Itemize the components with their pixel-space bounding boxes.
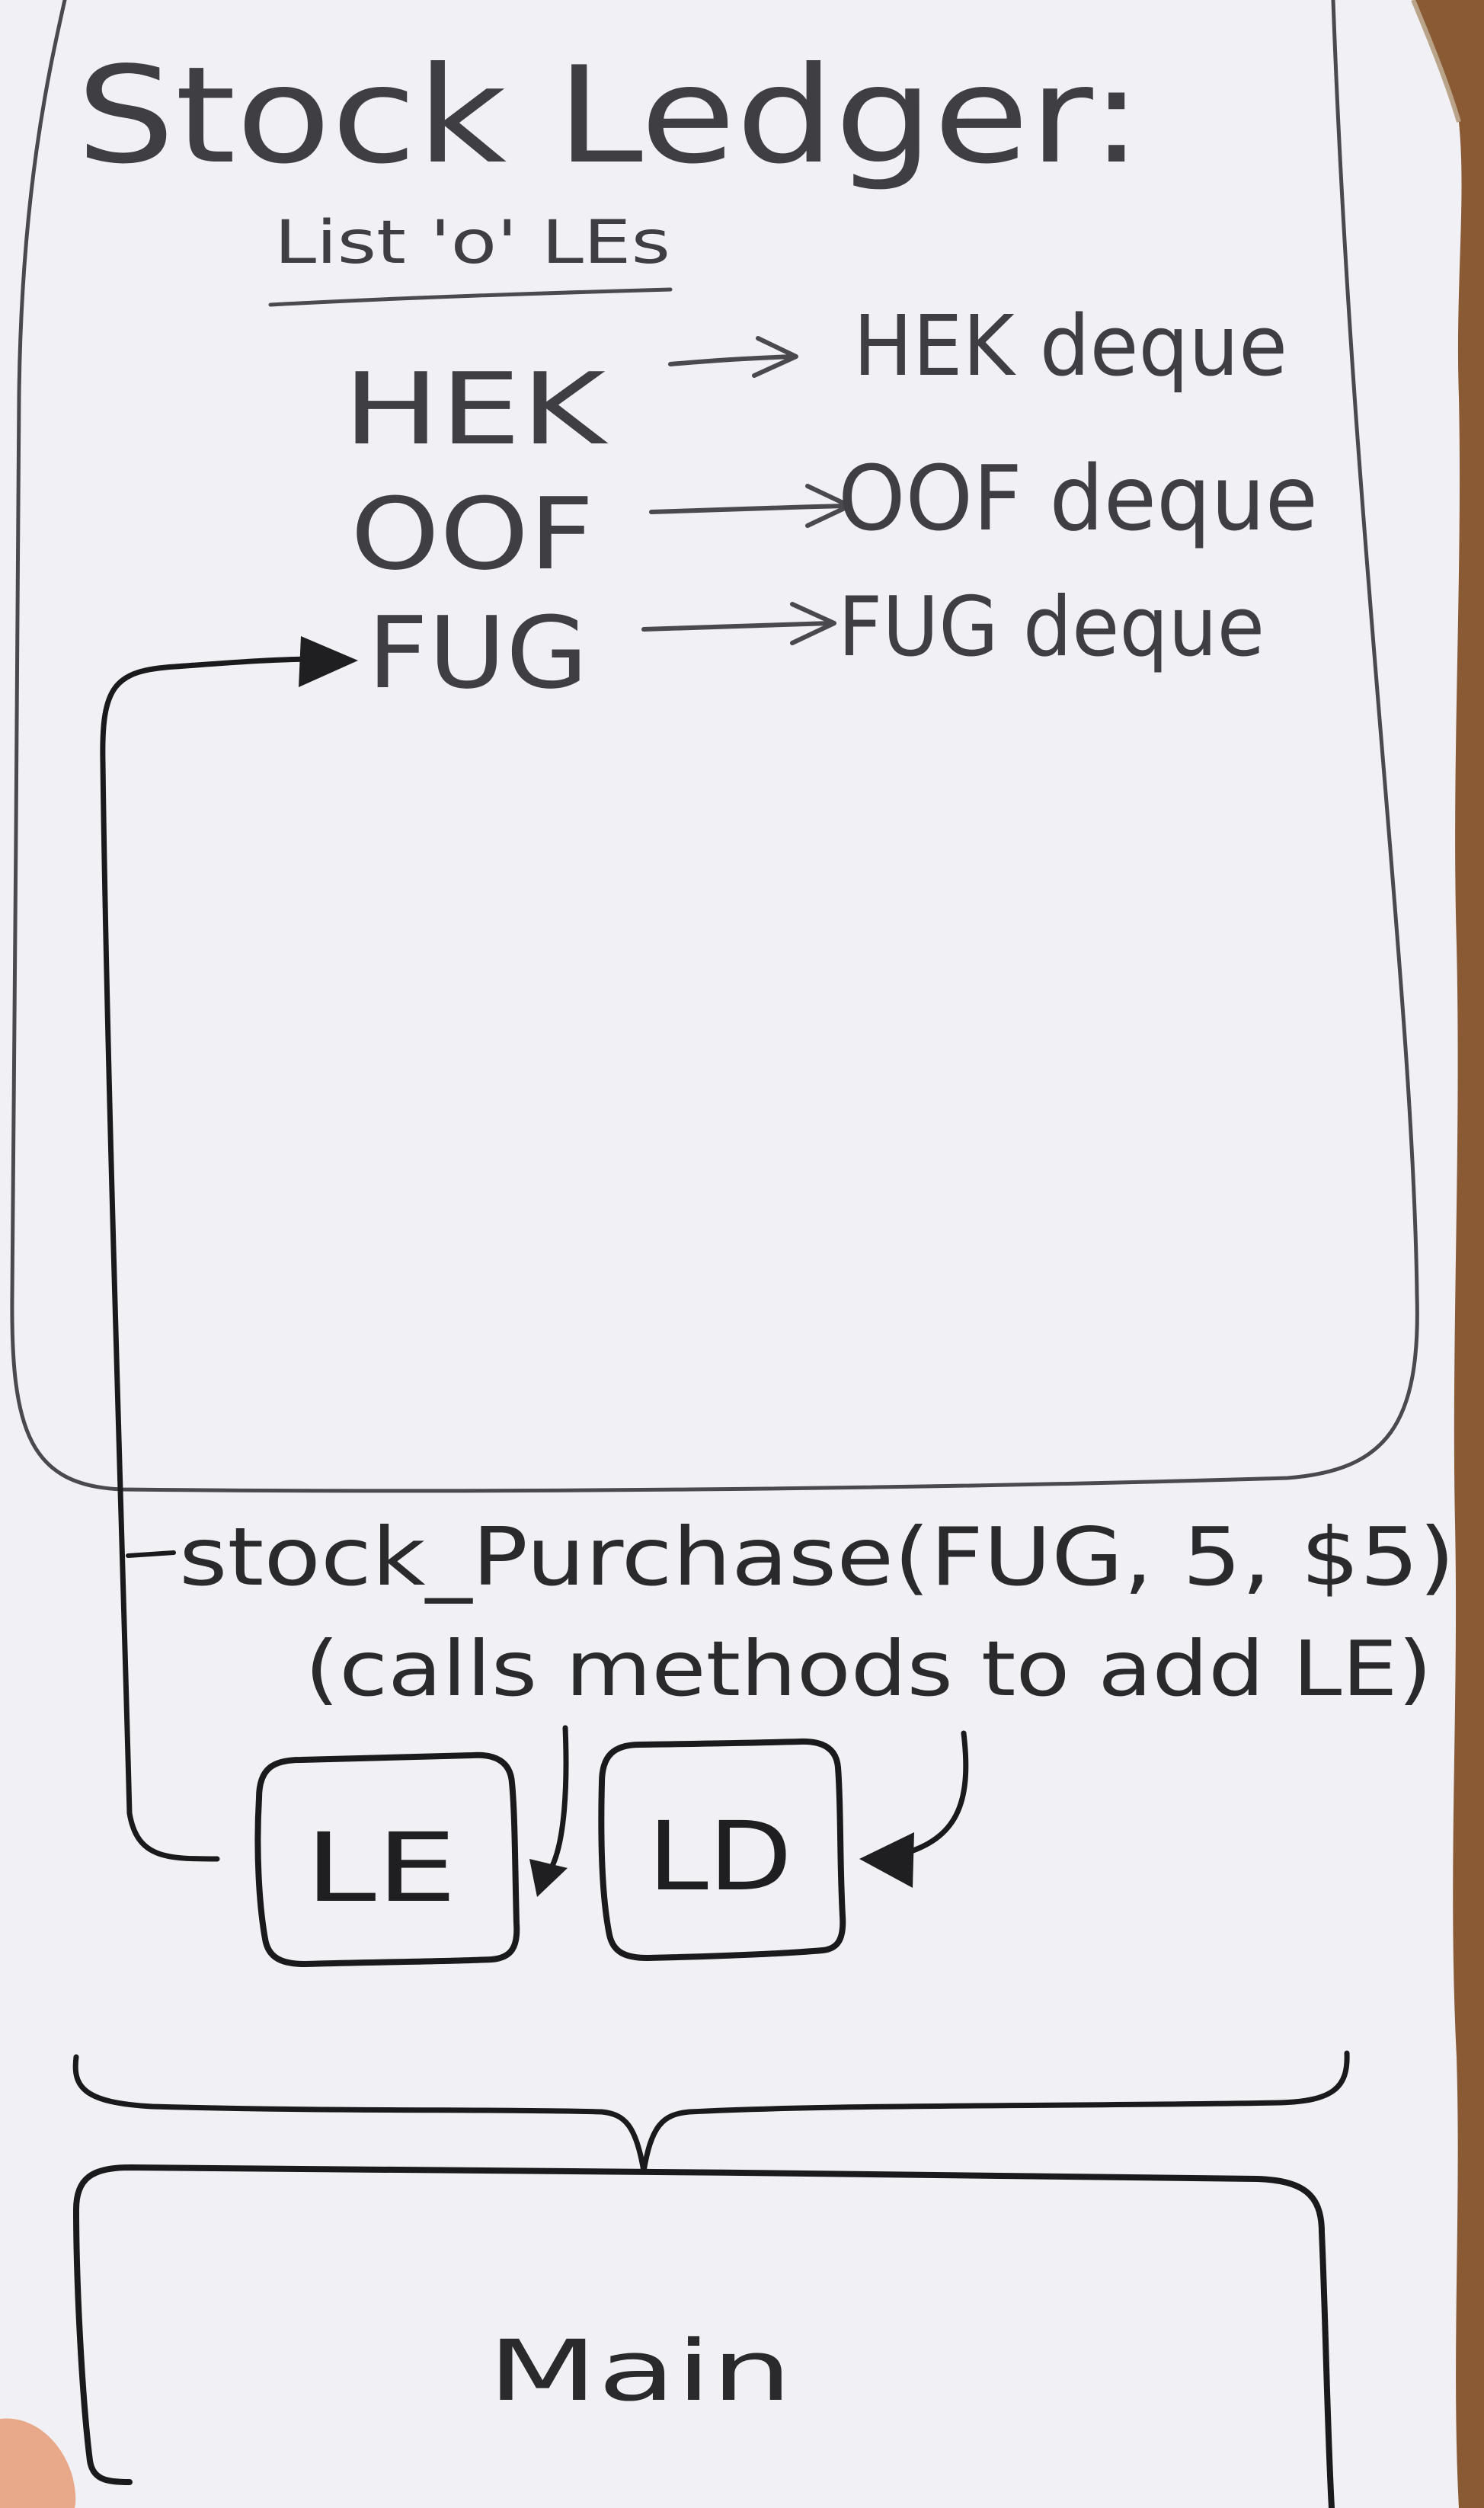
ld-box <box>598 1738 846 1961</box>
fug-arrowhead <box>299 636 358 687</box>
arrow-into-le-head <box>529 1859 568 1897</box>
arrow-into-ld-head <box>859 1832 914 1888</box>
entry-key-hek: HEK <box>343 351 609 467</box>
arrow-into-le <box>547 1725 569 1873</box>
stock-ledger-frame <box>10 0 1419 1493</box>
entry-key-oof: OOF <box>350 476 594 592</box>
finger-decoration <box>0 2418 76 2508</box>
entry-key-fug: FUG <box>367 595 588 711</box>
arrow-hek <box>668 336 798 378</box>
paper-shadow <box>1411 0 1461 123</box>
call-note: (calls methods to add LE) <box>305 1624 1432 1713</box>
entry-value-hek: HEK deque <box>853 297 1287 395</box>
entry-value-fug: FUG deque <box>838 580 1265 675</box>
stock-purchase-call: stock_Purchase(FUG, 5, $5) <box>179 1511 1455 1604</box>
le-to-fug-connector <box>100 656 323 1862</box>
le-box <box>254 1751 520 1967</box>
entry-value-oof: OOF deque <box>838 446 1318 551</box>
subtitle-underline <box>268 287 673 307</box>
main-box <box>73 2164 1335 2508</box>
main-label: Main <box>488 2322 792 2420</box>
call-tick <box>126 1550 176 1558</box>
ld-box-label: LD <box>648 1802 792 1912</box>
list-of-les-subtitle: List 'o' LEs <box>274 209 670 277</box>
le-box-label: LE <box>305 1813 457 1924</box>
arrow-oof <box>649 484 852 528</box>
stock-ledger-title: Stock Ledger: <box>76 39 1143 194</box>
arrow-fug <box>641 602 836 645</box>
